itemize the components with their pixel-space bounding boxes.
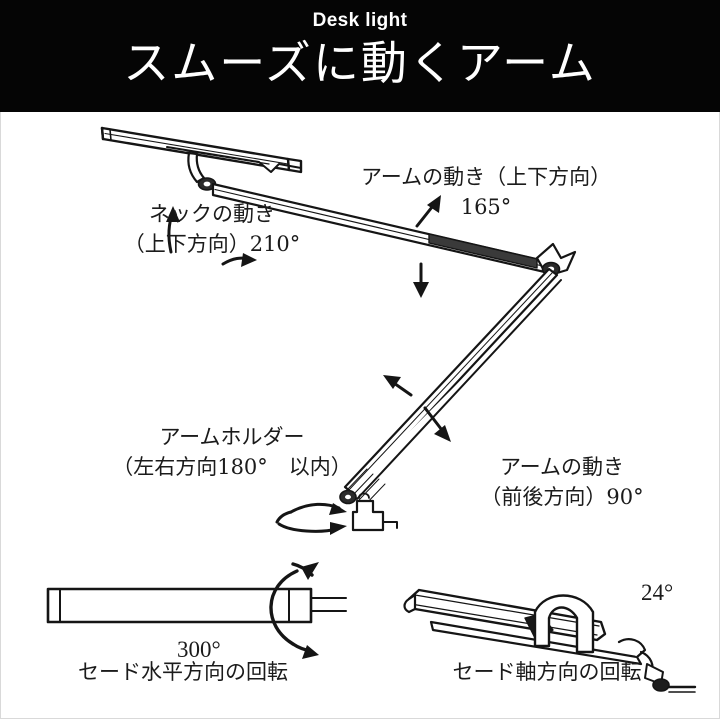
elbow-joint xyxy=(535,242,577,278)
label-arm-updown-line2: 165° xyxy=(460,195,512,219)
arrow-neck-up xyxy=(166,206,180,254)
label-arm-frontback: アームの動き （前後方向）90° xyxy=(437,452,687,512)
label-arm-updown: アームの動き（上下方向） 165° xyxy=(361,162,671,222)
label-arm-updown-line1: アームの動き（上下方向） xyxy=(361,165,612,189)
arrow-arm-front xyxy=(423,406,451,442)
label-arm-frontback-line2: （前後方向）90° xyxy=(480,485,644,509)
arrow-arm-up xyxy=(415,195,441,228)
label-arm-holder: アームホルダー （左右方向180° 以内） xyxy=(87,422,377,482)
label-shade-horizontal-caption: セード水平方向の回転 xyxy=(78,660,288,684)
arrow-arm-down xyxy=(413,262,429,298)
shade-axis-figure xyxy=(403,588,697,693)
shade-horizontal-figure xyxy=(46,587,347,624)
arrow-neck-right xyxy=(221,253,257,267)
label-arm-holder-line2: （左右方向180° 以内） xyxy=(112,455,352,479)
diagram-body: ネックの動き （上下方向）210° アームの動き（上下方向） 165° アームホ… xyxy=(0,112,720,719)
page-title: スムーズに動くアーム xyxy=(123,36,597,90)
label-neck-movement-line1: ネックの動き xyxy=(149,202,275,226)
arrow-arm-back xyxy=(383,375,413,397)
neck-joint xyxy=(166,146,302,191)
lower-arm xyxy=(343,267,562,506)
label-shade-axis-caption: セード軸方向の回転 xyxy=(452,660,642,684)
label-arm-frontback-line1: アームの動き xyxy=(499,455,625,479)
label-shade-horizontal-angle: 300° xyxy=(177,637,221,662)
label-shade-axis-angle: 24° xyxy=(641,580,674,605)
label-arm-holder-line1: アームホルダー xyxy=(159,425,305,449)
header-band: Desk light スムーズに動くアーム xyxy=(0,0,720,112)
desk-light-diagram xyxy=(46,126,697,693)
label-neck-movement-line2: （上下方向）210° xyxy=(123,232,301,256)
arrow-arm-holder-swivel xyxy=(275,502,347,535)
upper-arm xyxy=(211,182,551,275)
header-eyebrow-label: Desk light xyxy=(312,10,408,31)
label-neck-movement: ネックの動き （上下方向）210° xyxy=(97,199,327,259)
arrow-shade-horizontal-rotation xyxy=(269,562,319,659)
lamp-base-clamp xyxy=(339,489,398,532)
